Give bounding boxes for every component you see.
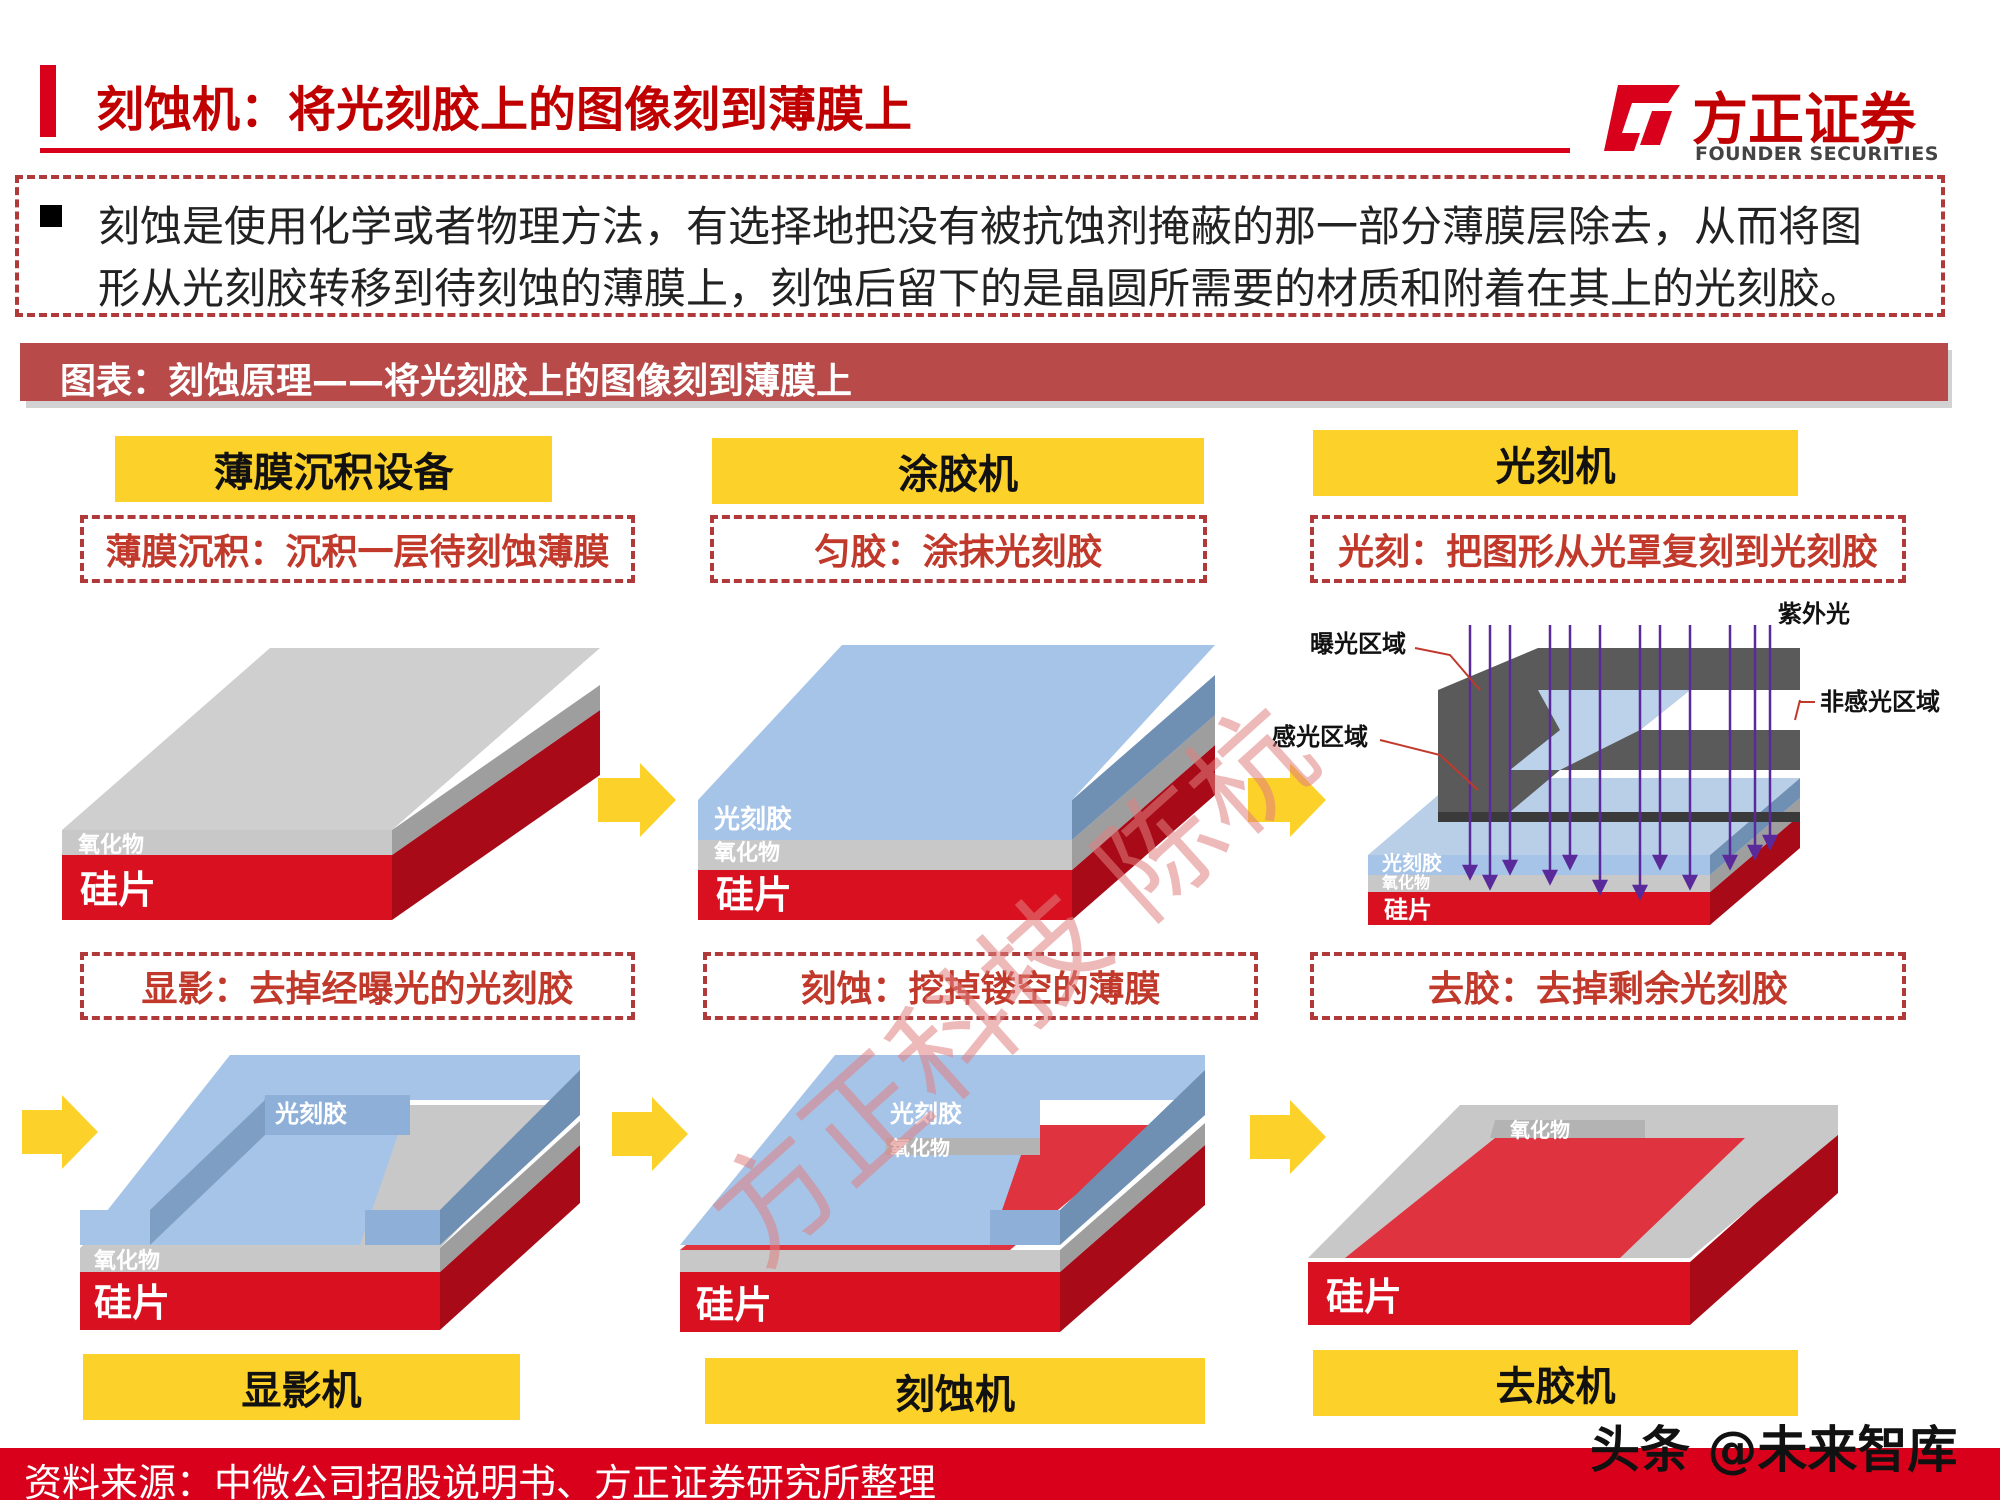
label-photoresist-5: 光刻胶 <box>889 1100 962 1128</box>
process-arrows <box>22 763 1326 1174</box>
arrow-step-3-4 <box>22 1095 98 1169</box>
label-oxide-6: 氧化物 <box>1509 1118 1570 1142</box>
wafer-lithography: 紫外光 曝光区域 感光区域 非感光区域 光刻胶 氧化物 硅片 <box>1272 600 1940 925</box>
label-silicon-2: 硅片 <box>716 873 792 917</box>
figure-title: 图表：刻蚀原理——将光刻胶上的图像刻到薄膜上 <box>60 361 853 402</box>
process-desc-lithography: 光刻：把图形从光罩复刻到光刻胶 <box>1310 515 1906 583</box>
wafer-coating: 光刻胶 氧化物 硅片 <box>698 645 1215 920</box>
arrow-step-1-2 <box>598 763 676 837</box>
process-desc-develop: 显影：去掉经曝光的光刻胶 <box>80 952 635 1020</box>
arrow-step-2-3 <box>1248 763 1326 837</box>
wafer-stripped: 氧化物 硅片 <box>1308 1105 1838 1325</box>
label-silicon-6: 硅片 <box>1326 1275 1402 1319</box>
title-accent-bar <box>40 65 56 137</box>
figure-title-bar <box>20 343 1948 401</box>
label-silicon-4: 硅片 <box>94 1281 170 1325</box>
wafer-developed: 光刻胶 氧化物 硅片 <box>80 1055 580 1330</box>
label-photosensitive-region: 感光区域 <box>1272 723 1368 751</box>
uv-rays <box>1461 625 1779 901</box>
process-desc-etch: 刻蚀：挖掉镂空的薄膜 <box>703 952 1258 1020</box>
machine-label-developer: 显影机 <box>83 1354 520 1420</box>
footer-source: 资料来源：中微公司招股说明书、方正证券研究所整理 <box>24 1461 937 1505</box>
label-silicon-3: 硅片 <box>1384 896 1432 924</box>
title-divider <box>40 148 1570 153</box>
label-exposed-region: 曝光区域 <box>1310 630 1406 658</box>
label-photoresist-3: 光刻胶 <box>1381 851 1442 875</box>
label-oxide-5: 氧化物 <box>889 1136 950 1160</box>
intro-line-1: 刻蚀是使用化学或者物理方法，有选择地把没有被抗蚀剂掩蔽的那一部分薄膜层除去，从而… <box>98 202 1863 251</box>
intro-line-2: 形从光刻胶转移到待刻蚀的薄膜上，刻蚀后留下的是晶圆所需要的材质和附着在其上的光刻… <box>98 264 1863 313</box>
machine-label-deposition: 薄膜沉积设备 <box>115 436 552 502</box>
arrow-step-4-5 <box>612 1097 688 1171</box>
logo-chinese: 方正证券 <box>1692 88 1916 153</box>
platform-watermark: 头条 @未来智库 <box>1590 1421 1958 1479</box>
label-oxide-3: 氧化物 <box>1381 873 1430 892</box>
label-photoresist-2: 光刻胶 <box>713 804 792 835</box>
callout-lines <box>1379 647 1815 791</box>
founder-logo-icon <box>1604 85 1680 151</box>
machine-label-coater: 涂胶机 <box>712 438 1204 504</box>
machine-label-lithography: 光刻机 <box>1313 430 1798 496</box>
label-photoresist-4: 光刻胶 <box>274 1100 347 1128</box>
page-title: 刻蚀机：将光刻胶上的图像刻到薄膜上 <box>96 82 913 138</box>
wafer-etched: 光刻胶 氧化物 硅片 <box>680 1055 1205 1332</box>
intro-box <box>15 175 1945 317</box>
bullet-square <box>40 205 62 227</box>
wafer-deposition: 氧化物 硅片 <box>62 648 600 920</box>
label-silicon-1: 硅片 <box>80 868 156 912</box>
arrow-step-5-6 <box>1250 1100 1326 1174</box>
footer-bar <box>0 1448 2000 1500</box>
label-silicon-5: 硅片 <box>696 1283 772 1327</box>
process-desc-deposition: 薄膜沉积：沉积一层待刻蚀薄膜 <box>80 515 635 583</box>
machine-label-etcher: 刻蚀机 <box>705 1358 1205 1424</box>
logo-english: FOUNDER SECURITIES <box>1695 143 1939 165</box>
label-uv: 紫外光 <box>1778 600 1850 628</box>
founder-logo: 方正证券 FOUNDER SECURITIES <box>1600 75 1938 165</box>
process-desc-strip: 去胶：去掉剩余光刻胶 <box>1310 952 1906 1020</box>
label-oxide-2: 氧化物 <box>713 840 780 866</box>
machine-label-stripper: 去胶机 <box>1313 1350 1798 1416</box>
label-oxide-1: 氧化物 <box>77 832 144 858</box>
process-desc-coating: 匀胶：涂抹光刻胶 <box>710 515 1207 583</box>
label-non-photosensitive-region: 非感光区域 <box>1820 688 1940 716</box>
label-oxide-4: 氧化物 <box>93 1248 160 1274</box>
